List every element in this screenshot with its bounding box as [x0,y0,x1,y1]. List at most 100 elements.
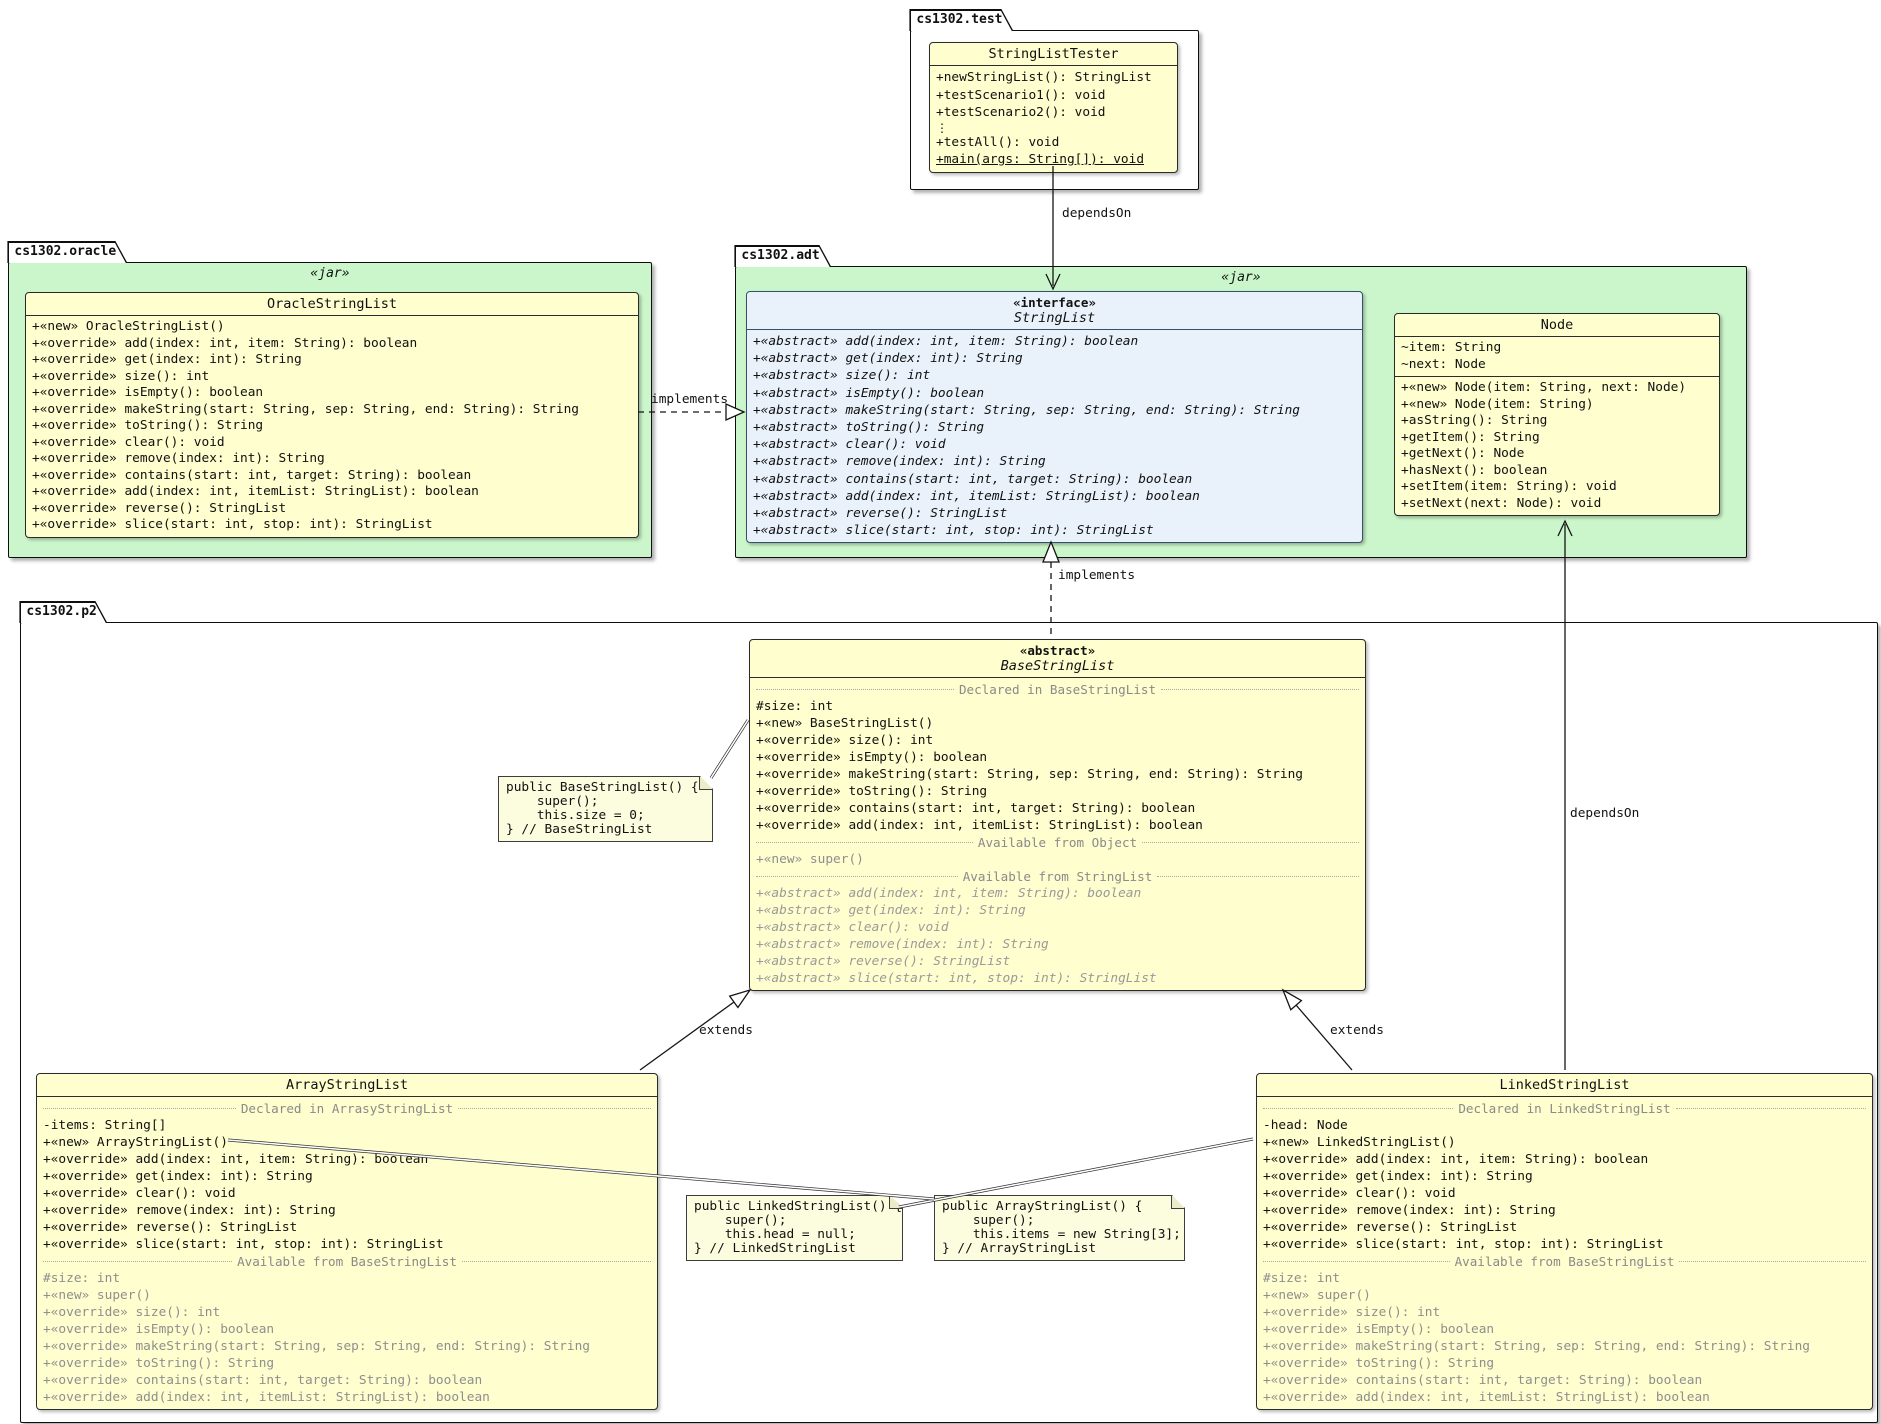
package-name: cs1302.p2 [26,604,97,619]
package-name: cs1302.test [916,12,1003,27]
member-row: +«override» contains(start: int, target:… [756,801,1196,816]
class-title: OracleStringList [266,296,398,312]
member-row: +«abstract» slice(start: int, stop: int)… [753,523,1154,539]
edge-label-extends-array: extends [699,1023,753,1038]
edge-label-dependson-right: dependsOn [1570,806,1640,821]
member-row: +«override» isEmpty(): boolean [756,750,988,765]
member-row: +«abstract» get(index: int): String [756,903,1026,918]
member-row: +«abstract» makeString(start: String, se… [753,402,1301,418]
interface-stereotype: «interface» [1013,295,1096,310]
member-row: +«new» OracleStringList() [32,319,225,334]
member-row: +«abstract» slice(start: int, stop: int)… [756,971,1157,986]
member-row: +«override» clear(): void [1263,1186,1456,1201]
member-row: ⋮ [936,120,948,135]
member-row: +«override» isEmpty(): boolean [43,1322,275,1337]
member-row: #size: int [43,1271,121,1286]
note-basestringlist-constructor: public BaseStringList() { super(); this.… [498,776,713,842]
class-header: Node [1395,314,1719,337]
class-members: +«new» Node(item: String, next: Node)+«n… [1395,376,1719,515]
package-name: cs1302.oracle [14,244,117,259]
jar-stereotype: «jar» [1221,270,1261,285]
class-oraclestringlist: OracleStringList +«new» OracleStringList… [25,292,639,538]
class-members: Declared in LinkedStringList-head: Node +… [1257,1097,1872,1409]
member-row: +«override» clear(): void [32,434,225,450]
member-row: } // BaseStringList [506,822,653,837]
member-row: +«override» toString(): String [1263,1356,1495,1371]
package-cs1302-test: cs1302.test StringListTester +newStringL… [910,30,1199,190]
member-row: +«override» add(index: int, item: String… [32,335,418,351]
member-row: +newStringList(): StringList [936,70,1152,85]
member-row: +«override» remove(index: int): String [1263,1203,1556,1218]
member-row: +«override» size(): int [32,368,210,384]
class-header: ArrayStringList [37,1074,657,1097]
package-tab-cs1302-p2: cs1302.p2 [19,601,107,623]
section-separator: Declared in ArrasyStringList [43,1100,651,1117]
member-row: +«abstract» size(): int [753,368,931,384]
member-row: +setItem(item: String): void [1401,479,1617,494]
member-row: +«override» reverse(): StringList [1263,1220,1518,1235]
member-row: -head: Node [1263,1118,1348,1133]
member-row: #size: int [756,699,834,714]
package-name: cs1302.adt [741,248,820,263]
member-row: this.size = 0; [506,808,645,823]
class-header: «abstract» BaseStringList [750,640,1365,678]
member-row: +«override» size(): int [1263,1305,1441,1320]
member-row: +«override» contains(start: int, target:… [32,467,472,483]
member-row: +«override» size(): int [756,733,934,748]
member-row: +main(args: String[]): void [936,152,1145,167]
member-row: +«abstract» isEmpty(): boolean [753,385,985,401]
member-row: +«override» toString(): String [32,418,264,433]
member-row: +«abstract» remove(index: int): String [756,937,1049,952]
member-row: +«override» add(index: int, itemList: St… [43,1390,490,1405]
member-row: +«override» size(): int [43,1305,221,1320]
member-row: -items: String[] [43,1118,167,1133]
class-title: Node [1540,317,1574,333]
member-row: ~next: Node [1401,356,1486,372]
member-row: +«new» Node(item: String) [1401,396,1594,412]
package-cs1302-oracle: cs1302.oracle «jar» OracleStringList +«n… [8,262,652,558]
member-row: this.head = null; [694,1227,856,1242]
package-tab-fill [736,247,830,267]
member-row: super(); [506,794,599,809]
interface-title: StringList [1013,310,1096,326]
member-row: +«new» super() [1263,1288,1371,1303]
package-tab-fill [911,11,1012,31]
class-node: Node ~item: String~next: Node +«new» Nod… [1394,313,1720,516]
member-row: public ArrayStringList() { [942,1199,1143,1214]
package-tab-fill [21,603,106,623]
member-row: } // ArrayStringList [942,1241,1097,1256]
package-cs1302-adt: cs1302.adt «jar» «interface» StringList … [735,266,1747,558]
member-row: +«override» add(index: int, itemList: St… [756,818,1203,833]
member-row: +«abstract» add(index: int, itemList: St… [753,488,1200,504]
member-row: +«abstract» reverse(): StringList [753,506,1008,522]
member-row: +«abstract» add(index: int, item: String… [753,334,1139,349]
package-tab-cs1302-test: cs1302.test [909,9,1013,31]
member-row: +«override» isEmpty(): boolean [32,385,264,400]
class-title: BaseStringList [1000,658,1115,674]
section-separator: Available from Object [756,834,1360,851]
member-row: +«new» ArrayStringList() [43,1135,228,1150]
member-row: +«override» add(index: int, item: String… [1263,1152,1649,1167]
member-row: +«override» add(index: int, itemList: St… [32,484,479,499]
member-row: +getNext(): Node [1401,446,1525,461]
jar-stereotype: «jar» [310,266,350,281]
class-title: LinkedStringList [1499,1077,1630,1093]
section-separator: Declared in LinkedStringList [1263,1100,1866,1117]
member-row: +«override» toString(): String [756,784,988,799]
class-members: Declared in ArrasyStringList-items: Stri… [37,1097,657,1409]
member-row: ~item: String [1401,340,1502,355]
package-tab-cs1302-adt: cs1302.adt [734,245,831,267]
class-members: +newStringList(): StringList+testScenari… [930,66,1177,172]
note-linkedstringlist-constructor: public LinkedStringList() { super(); thi… [686,1195,903,1261]
class-members: +«new» OracleStringList()+«override» add… [26,316,638,537]
section-separator: Available from BaseStringList [43,1253,652,1270]
member-row: +«override» makeString(start: String, se… [43,1339,591,1354]
member-row: +«abstract» reverse(): StringList [756,954,1011,969]
member-row: +getItem(): String [1401,429,1540,445]
edge-label-implements-oracle: implements [651,392,729,407]
member-row: +«override» slice(start: int, stop: int)… [32,517,433,532]
member-row: public BaseStringList() { [506,780,699,795]
class-members: Declared in BaseStringList#size: int+«ne… [750,678,1365,990]
member-row: +«new» LinkedStringList() [1263,1135,1456,1150]
